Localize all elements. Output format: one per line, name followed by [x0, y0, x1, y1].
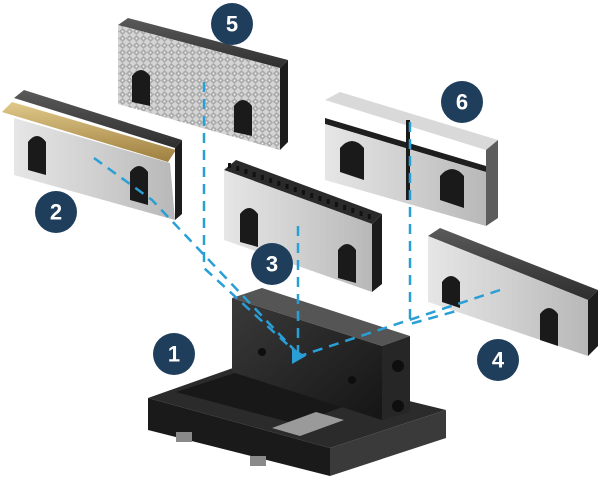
jaw6-top: [325, 92, 498, 150]
jaw2-slot-left: [28, 136, 46, 175]
base-upright-side: [382, 336, 410, 420]
base-face-hole-left: [258, 348, 266, 356]
jaw6-v-slot: [406, 120, 410, 200]
jaw4-side: [588, 290, 598, 356]
badge-6-circle: [441, 81, 483, 123]
badge-4-circle: [477, 339, 519, 381]
base-face-hole-right: [348, 376, 356, 384]
serration-tooth: [260, 175, 264, 180]
badge-1-circle: [153, 333, 195, 375]
base-pocket: [176, 372, 356, 424]
jaw3-slot-right: [338, 244, 356, 283]
base-foot-right: [250, 456, 266, 466]
jaw-part-2: [2, 90, 182, 220]
jaw4-slot-right: [540, 308, 558, 346]
badge-6-label: 6: [456, 90, 468, 115]
connector-line-5: [202, 82, 301, 357]
serration-tooth: [302, 190, 305, 195]
connector-line-4: [299, 288, 501, 358]
base-bolt-hole-upper: [392, 360, 404, 372]
serration-tooth: [367, 214, 371, 219]
jaw-part-4: [428, 228, 598, 356]
badge-2-circle: [35, 191, 77, 233]
jaw5-top: [118, 18, 288, 68]
jaw2-brass-strip: [2, 102, 176, 162]
serration-tooth: [285, 184, 289, 189]
jaw2-slot-right: [130, 166, 148, 205]
serration-tooth: [252, 172, 256, 177]
serration-tooth: [351, 208, 355, 213]
serration-tooth: [334, 202, 338, 207]
serration-tooth: [244, 169, 248, 174]
badge-1: 1: [153, 333, 195, 375]
jaw5-slot-right: [234, 100, 252, 136]
badge-4-label: 4: [492, 348, 505, 373]
badge-3: 3: [251, 243, 293, 285]
badge-5-label: 5: [226, 12, 238, 37]
connector-arrowhead: [292, 348, 306, 364]
jaw6-groove-top: [325, 118, 486, 172]
jaw3-slot-left: [240, 208, 258, 247]
jaw2-top: [14, 90, 182, 148]
badge-5-circle: [211, 3, 253, 45]
base-bolt-hole-lower: [392, 400, 404, 412]
jaw2-side: [175, 140, 182, 220]
badge-3-circle: [251, 243, 293, 285]
serration-tooth: [318, 196, 322, 201]
badge-4: 4: [477, 339, 519, 381]
base-upright-top: [232, 288, 410, 346]
badge-6: 6: [441, 81, 483, 123]
jaw5-side: [280, 60, 288, 150]
base-pocket-floor: [272, 412, 344, 436]
badge-2-label: 2: [50, 200, 62, 225]
serration-tooth: [293, 187, 297, 192]
base-slab-front: [148, 398, 330, 476]
jaw5-slot-left: [132, 70, 150, 106]
base-slab-side: [330, 410, 446, 476]
jaw6-side: [486, 140, 498, 226]
serration-tooth: [269, 178, 273, 183]
jaw4-slot-left: [442, 276, 460, 308]
serration-tooth: [343, 205, 347, 210]
badge-3-label: 3: [266, 252, 278, 277]
base-foot-left: [176, 432, 192, 442]
serration-tooth: [236, 166, 240, 171]
badge-1-label: 1: [168, 342, 180, 367]
badge-2: 2: [35, 191, 77, 233]
jaw3-serrations: [228, 163, 371, 219]
serration-tooth: [359, 211, 363, 216]
connector-line-2: [93, 156, 301, 357]
jaw6-slot-right: [440, 169, 464, 208]
serration-tooth: [310, 193, 314, 198]
jaw6-slot-left: [340, 141, 364, 180]
jaw-part-5: [118, 18, 288, 150]
serration-tooth: [326, 199, 330, 204]
connector-lines: [93, 82, 501, 358]
serration-tooth: [277, 181, 281, 186]
jaw3-side: [372, 214, 382, 292]
jaw4-top: [428, 228, 598, 300]
serration-tooth: [228, 163, 231, 168]
badge-5: 5: [211, 3, 253, 45]
jaw-part-6: [325, 92, 498, 226]
